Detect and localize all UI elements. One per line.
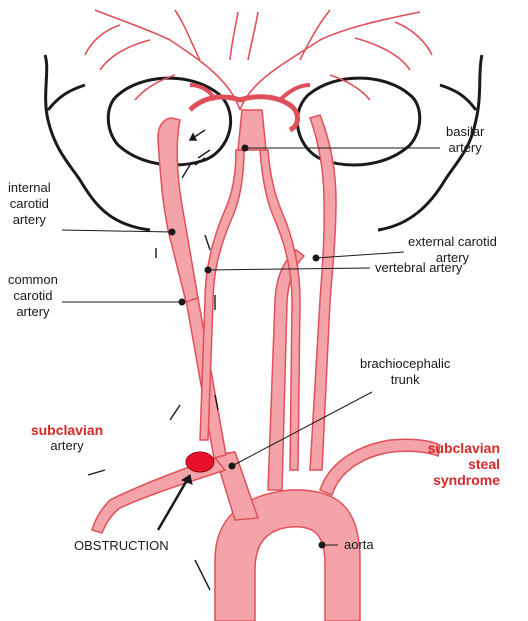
subclavian-artery-text: artery bbox=[24, 438, 110, 454]
common-carotid-line-1: common bbox=[8, 272, 58, 288]
right-vertebral-vessel bbox=[200, 150, 244, 440]
basilar-vessel bbox=[238, 110, 266, 150]
vertebral-artery-label: vertebral artery bbox=[375, 260, 462, 276]
common-carotid-label: common carotid artery bbox=[8, 272, 58, 320]
subclavian-artery-label: subclavian artery bbox=[24, 422, 110, 454]
syndrome-line-3: syndrome bbox=[400, 472, 500, 488]
obstruction-marker bbox=[186, 452, 214, 472]
common-carotid-line-2: carotid bbox=[8, 288, 58, 304]
obstruction-label: OBSTRUCTION bbox=[74, 538, 169, 554]
basilar-line-2: artery bbox=[446, 140, 484, 156]
internal-carotid-line-1: internal bbox=[8, 180, 51, 196]
brachiocephalic-line-1: brachiocephalic bbox=[360, 356, 450, 372]
internal-carotid-line-3: artery bbox=[8, 212, 51, 228]
aorta-label: aorta bbox=[344, 537, 374, 553]
leader-lines bbox=[62, 145, 440, 548]
syndrome-line-2: steal bbox=[400, 456, 500, 472]
syndrome-line-1: subclavian bbox=[400, 440, 500, 456]
brachiocephalic-trunk-vessel bbox=[215, 452, 258, 520]
external-carotid-line-1: external carotid bbox=[408, 234, 497, 250]
common-carotid-line-3: artery bbox=[8, 304, 58, 320]
left-external-carotid-vessel bbox=[310, 115, 336, 470]
subclavian-title: subclavian bbox=[24, 422, 110, 438]
brachiocephalic-line-2: trunk bbox=[360, 372, 450, 388]
basilar-artery-label: basilar artery bbox=[446, 124, 484, 156]
internal-carotid-line-2: carotid bbox=[8, 196, 51, 212]
subclavian-steal-syndrome-label: subclavian steal syndrome bbox=[400, 440, 500, 488]
right-internal-carotid-vessel bbox=[158, 118, 198, 302]
basilar-line-1: basilar bbox=[446, 124, 484, 140]
internal-carotid-label: internal carotid artery bbox=[8, 180, 51, 228]
brachiocephalic-trunk-label: brachiocephalic trunk bbox=[360, 356, 450, 388]
